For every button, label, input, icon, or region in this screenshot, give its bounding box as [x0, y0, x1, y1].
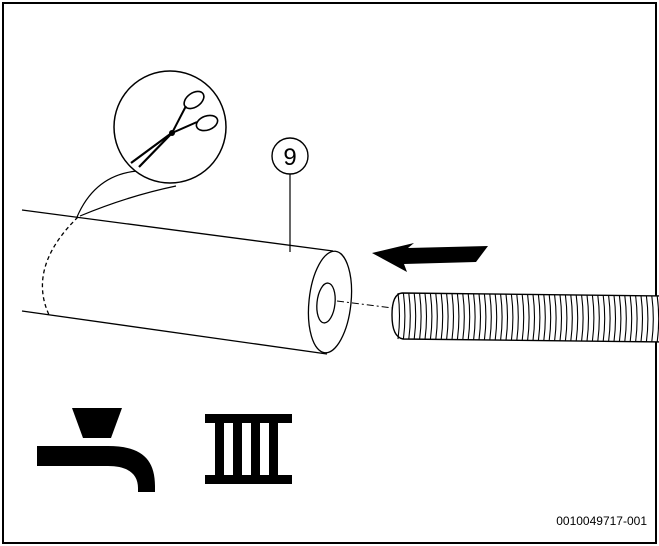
hose-rib — [456, 293, 460, 340]
hose-rib — [451, 293, 455, 340]
hose-rib — [435, 293, 438, 340]
hose-rib — [489, 294, 492, 341]
hose-rib — [537, 294, 541, 341]
hose-rib — [500, 294, 503, 341]
hose-rib — [478, 293, 482, 340]
corrugated-hose — [391, 292, 659, 343]
hose-rib — [467, 293, 471, 340]
hose-rib — [554, 294, 557, 341]
hose-rib — [473, 293, 476, 340]
hose-rib — [570, 294, 573, 342]
figure-id: 0010049717-001 — [556, 514, 647, 528]
hose-rib — [651, 295, 654, 342]
hose-rib — [548, 294, 552, 341]
hose-rib — [591, 295, 595, 342]
insulation-sleeve — [21, 209, 353, 355]
hose-rib — [408, 293, 411, 340]
hose-rib — [483, 293, 487, 341]
hose-rib — [413, 293, 417, 340]
hose-rib — [564, 294, 568, 341]
hose-rib — [402, 293, 406, 340]
insertion-arrow-icon — [372, 243, 488, 272]
cut-detail-magnifier — [76, 70, 227, 218]
hose-rib — [532, 294, 536, 341]
hose-rib — [521, 294, 525, 341]
center-line — [336, 300, 401, 310]
hose-rib — [429, 293, 433, 340]
hose-rib — [608, 295, 611, 342]
radiator-icon — [205, 414, 292, 484]
hose-rib — [640, 295, 644, 342]
hose-rib — [618, 295, 622, 342]
hose-rib — [446, 293, 449, 340]
scissors-icon — [130, 90, 219, 168]
hose-rib — [462, 293, 465, 340]
hose-rib — [629, 295, 633, 342]
callout-9: 9 — [271, 137, 309, 252]
hose-rib — [597, 295, 600, 342]
hose-rib — [602, 295, 606, 342]
hot-water-tap-icon — [37, 408, 155, 492]
hose-rib — [424, 293, 428, 340]
hose-rib — [543, 294, 546, 341]
hose-rib — [419, 293, 422, 340]
hose-rib — [505, 294, 509, 341]
hose-rib — [586, 295, 590, 342]
hose-rib — [516, 294, 519, 341]
hose-rib — [494, 294, 498, 341]
hose-rib — [575, 294, 579, 342]
hose-rib — [613, 295, 617, 342]
hose-rib — [397, 293, 401, 340]
callout-number: 9 — [283, 144, 296, 171]
hose-rib — [440, 293, 444, 340]
hose-rib — [624, 295, 627, 342]
hose-rib — [510, 294, 514, 341]
hose-rib — [527, 294, 530, 341]
hose-rib — [559, 294, 563, 341]
hose-rib — [581, 295, 584, 342]
hose-rib — [635, 295, 638, 342]
hose-rib — [645, 295, 649, 342]
